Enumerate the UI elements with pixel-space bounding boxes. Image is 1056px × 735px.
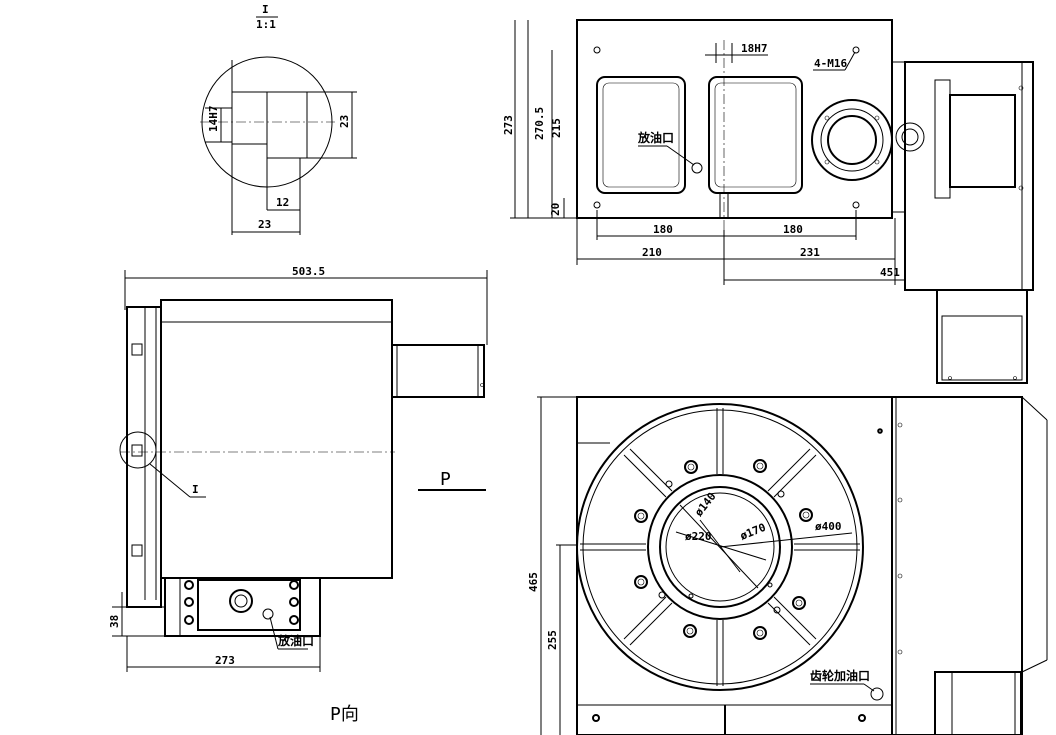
front-motor-housing bbox=[891, 396, 1023, 735]
detail-scale: 1:1 bbox=[256, 18, 276, 31]
plan-dim-231: 231 bbox=[800, 246, 820, 259]
detail-dim-23h: 23 bbox=[258, 218, 271, 231]
front-dim-255: 255 bbox=[546, 630, 559, 650]
side-dim-38: 38 bbox=[108, 615, 121, 628]
side-detail-ref: I bbox=[192, 483, 199, 496]
detail-dim-23v: 23 bbox=[338, 115, 351, 128]
plan-dim-18h7: 18H7 bbox=[741, 42, 768, 55]
detail-dim-12: 12 bbox=[276, 196, 289, 209]
front-phi220: ø220 bbox=[685, 530, 712, 543]
side-view-p: P bbox=[440, 469, 451, 490]
side-label-drain: 放油口 bbox=[277, 633, 314, 648]
front-label-gear-oil: 齿轮加油口 bbox=[810, 668, 870, 683]
rotary-table bbox=[576, 403, 864, 691]
plan-dim-273: 273 bbox=[502, 115, 515, 135]
plan-label-drain: 放油口 bbox=[637, 130, 674, 145]
side-detail-circle bbox=[119, 431, 157, 469]
detail-dim-14h7: 14H7 bbox=[207, 106, 220, 133]
front-phi400: ø400 bbox=[815, 520, 842, 533]
plan-motor-housing bbox=[904, 61, 1034, 291]
plan-dim-210: 210 bbox=[642, 246, 662, 259]
plan-drain-hole bbox=[691, 162, 703, 174]
plan-label-4m16: 4-M16 bbox=[814, 57, 847, 70]
plan-dim-2705: 270.5 bbox=[533, 107, 546, 140]
front-phi170: ø170 bbox=[738, 521, 767, 543]
side-view: 503.5 I P 放油口 bbox=[108, 265, 488, 725]
plan-dim-180b: 180 bbox=[783, 223, 803, 236]
plan-dim-215: 215 bbox=[550, 118, 563, 138]
detail-name: I bbox=[262, 3, 269, 16]
plan-body bbox=[576, 19, 893, 219]
side-dim-273: 273 bbox=[215, 654, 235, 667]
front-view: 465 255 bbox=[527, 396, 1048, 735]
plan-dim-20: 20 bbox=[549, 203, 562, 216]
front-dim-465: 465 bbox=[527, 572, 540, 592]
plan-dim-451: 451 bbox=[880, 266, 900, 279]
detail-view-i: I 1:1 23 14H7 12 23 bbox=[200, 3, 357, 235]
side-main-body bbox=[160, 299, 393, 579]
front-phi140: ø140 bbox=[692, 490, 719, 519]
plan-dim-180a: 180 bbox=[653, 223, 673, 236]
top-plan-view: 273 270.5 215 20 放油口 18H7 4-M16 bbox=[502, 19, 1034, 384]
side-dim-5035: 503.5 bbox=[292, 265, 325, 278]
side-view-title: P向 bbox=[330, 704, 359, 725]
plan-bore bbox=[811, 99, 893, 181]
